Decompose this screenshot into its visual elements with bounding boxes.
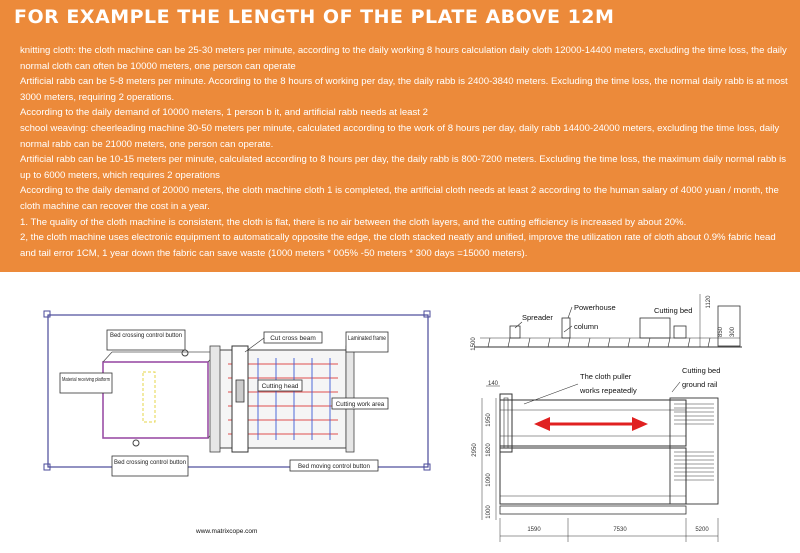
- label-spreader: Spreader: [522, 313, 553, 322]
- label-column: column: [574, 322, 598, 331]
- dim-850: 850: [718, 326, 724, 337]
- paragraph: knitting cloth: the cloth machine can be…: [20, 45, 787, 72]
- dim-1950: 1950: [486, 413, 492, 427]
- label-bed-crossing-top: Bed crossing control button: [110, 332, 183, 339]
- label-cloth-puller: The cloth puller: [580, 372, 632, 381]
- label-works-repeatedly: works repeatedly: [579, 386, 637, 395]
- paragraph: school weaving: cheerleading machine 30-…: [20, 122, 780, 150]
- dim-1590: 1590: [527, 527, 541, 533]
- page-title: FOR EXAMPLE THE LENGTH OF THE PLATE ABOV…: [14, 6, 615, 28]
- outer-frame: [47, 314, 429, 468]
- receiving-platform: [102, 361, 209, 439]
- label-powerhouse: Powerhouse: [574, 303, 616, 312]
- website-text: www.matrixcope.com: [195, 528, 257, 535]
- paragraph: According to the daily demand of 10000 m…: [20, 107, 428, 119]
- dim-140: 140: [488, 381, 499, 387]
- paragraph: 2, the cloth machine uses electronic equ…: [20, 232, 776, 259]
- diagram-area: Bed crossing control button Cut cross be…: [0, 280, 800, 553]
- dim-1090: 1090: [486, 473, 492, 487]
- paragraph: According to the daily demand of 20000 m…: [20, 185, 779, 212]
- label-cutting-bed-top: Cutting bed: [654, 306, 692, 315]
- dim-1000: 1000: [486, 505, 492, 519]
- paragraph: Artificial rabb can be 5-8 meters per mi…: [20, 76, 788, 103]
- double-arrow-icon: [534, 417, 648, 431]
- dim-5200: 5200: [695, 527, 709, 533]
- label-material-receiving: Material receiving platform: [62, 377, 110, 383]
- cutting-layout-diagram: Bed crossing control button Cut cross be…: [43, 310, 431, 535]
- paragraph: 1. The quality of the cloth machine is c…: [20, 216, 687, 228]
- dim-300: 300: [730, 326, 736, 337]
- label-cutting-bed-right: Cutting bed: [682, 366, 720, 375]
- dim-2950: 2950: [472, 443, 478, 457]
- paragraph: Artificial rabb can be 10-15 meters per …: [20, 154, 787, 181]
- label-cutting-work-area: Cutting work area: [336, 401, 385, 408]
- label-bed-crossing-bottom: Bed crossing control button: [114, 459, 187, 466]
- label-laminated-frame: Laminated frame: [348, 335, 386, 342]
- label-bed-moving: Bed moving control button: [298, 463, 370, 470]
- dim-7530: 7530: [613, 527, 627, 533]
- label-cut-cross-beam: Cut cross beam: [270, 335, 316, 342]
- dim-1820: 1820: [486, 443, 492, 457]
- machine-dimension-diagram: 1500 1120 850 300 Spreader Powerhouse co…: [471, 294, 742, 542]
- dim-1500: 1500: [471, 337, 477, 351]
- description-text: knitting cloth: the cloth machine can be…: [20, 43, 790, 261]
- dim-1120: 1120: [706, 295, 712, 309]
- label-cutting-head: Cutting head: [262, 383, 299, 390]
- label-ground-rail: ground rail: [682, 380, 718, 389]
- header-banner: FOR EXAMPLE THE LENGTH OF THE PLATE ABOV…: [0, 0, 800, 272]
